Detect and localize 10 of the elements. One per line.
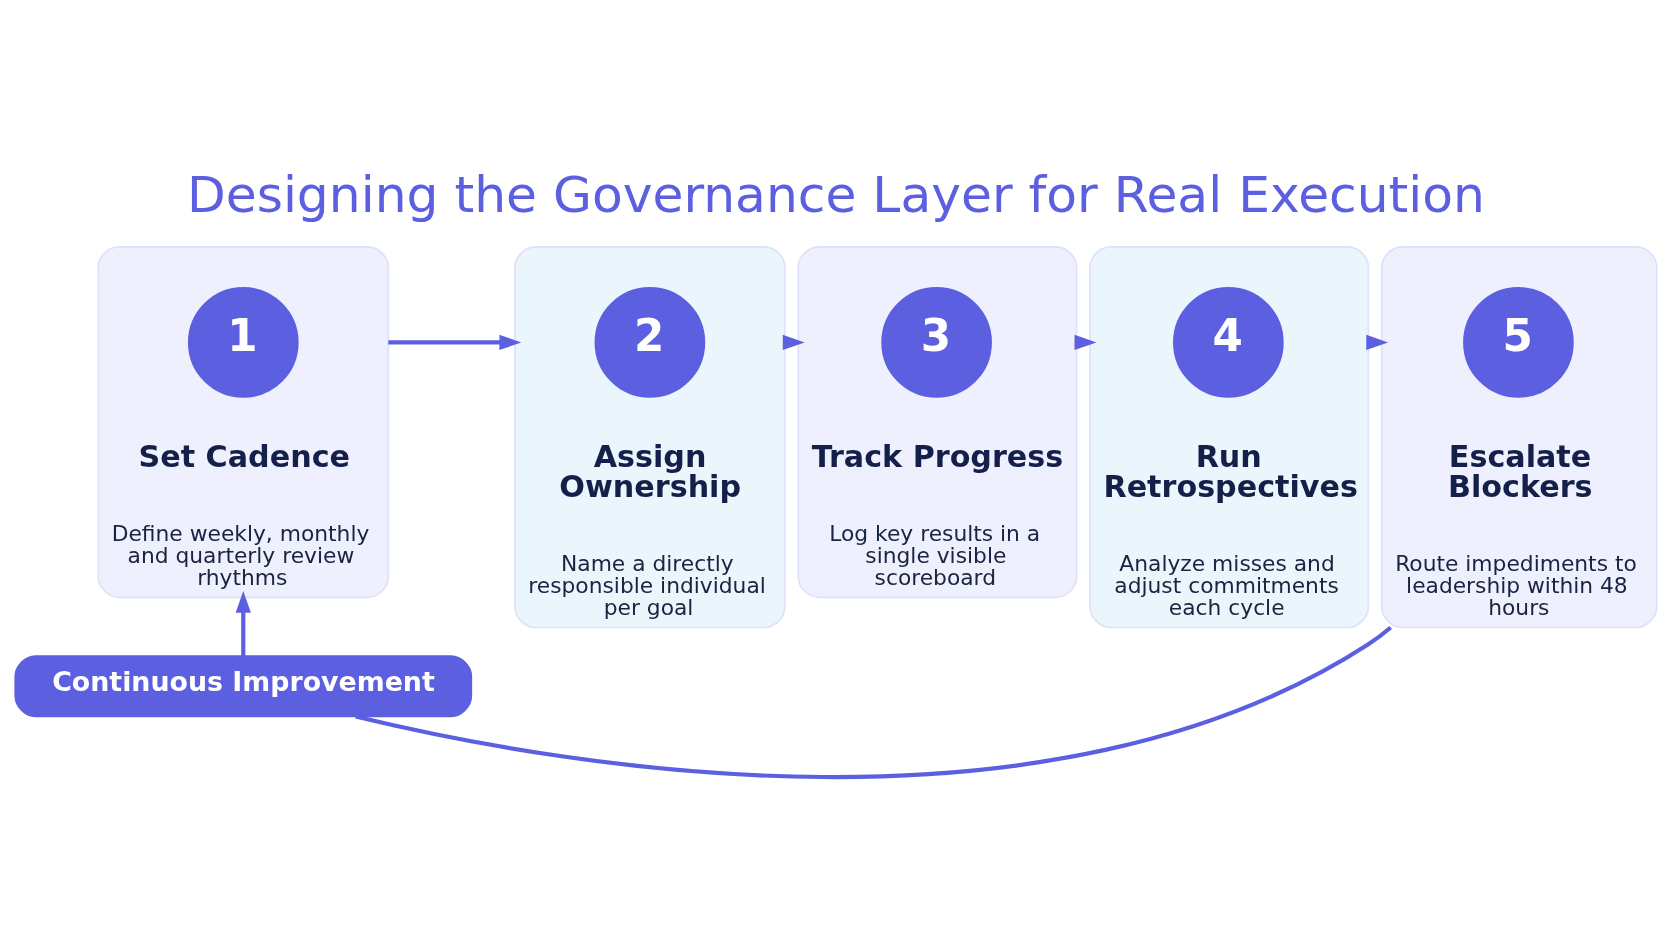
node-circle: 1	[187, 286, 299, 398]
diagram-title: Designing the Governance Layer for Real Execution	[187, 164, 1485, 224]
arrow	[388, 334, 522, 350]
node-circle: 2	[594, 286, 706, 398]
node-circle: 3	[881, 286, 992, 398]
node-circle: 4	[1173, 286, 1284, 398]
arrow	[235, 590, 251, 656]
node-circle: 5	[1463, 286, 1574, 398]
node-box: Continuous Improvement	[14, 654, 473, 717]
connector	[355, 625, 1392, 779]
